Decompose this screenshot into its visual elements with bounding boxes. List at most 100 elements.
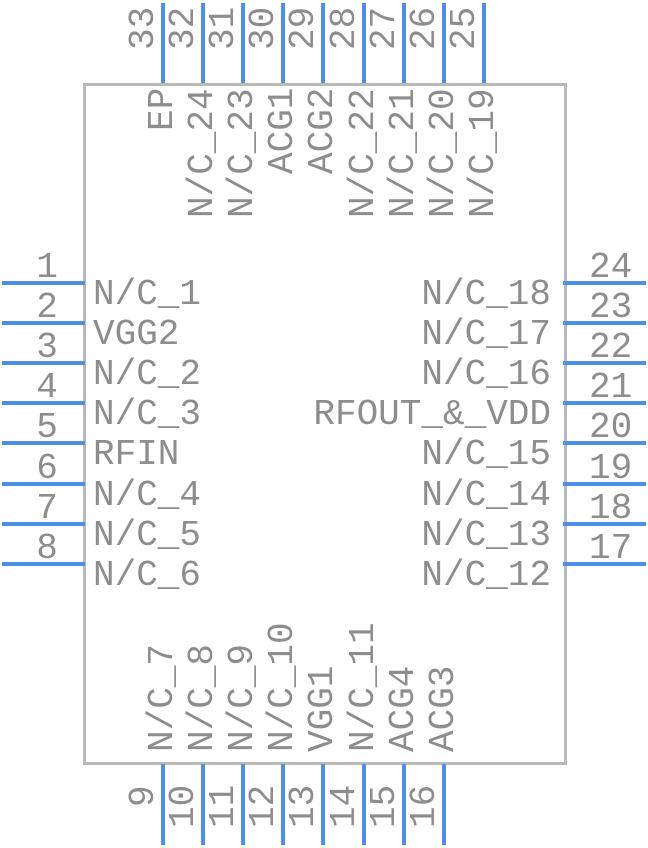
pin-number: 3	[36, 327, 58, 368]
pin-line	[563, 522, 646, 526]
pin-number: 32	[163, 7, 204, 51]
pin-number: 6	[36, 448, 58, 489]
pin-line	[362, 3, 366, 83]
pin-name: N/C_1	[93, 274, 202, 315]
pin-line	[201, 764, 205, 845]
pin-name: N/C_16	[421, 354, 551, 395]
pin-line	[402, 764, 406, 845]
pin-line	[2, 401, 85, 405]
pin-name: ACG1	[262, 88, 303, 175]
pin-name: N/C_11	[343, 622, 384, 752]
pin-line	[563, 361, 646, 365]
pin-number: 15	[364, 785, 405, 829]
pin-name: N/C_3	[93, 394, 202, 435]
pin-line	[563, 321, 646, 325]
pin-line	[281, 3, 285, 83]
pin-line	[563, 482, 646, 486]
pin-name: N/C_4	[93, 475, 202, 516]
pin-number: 2	[36, 287, 58, 328]
pin-name: N/C_13	[421, 515, 551, 556]
pin-number: 17	[589, 528, 633, 569]
pin-name: N/C_15	[421, 434, 551, 475]
pin-line	[2, 361, 85, 365]
pin-number: 31	[203, 7, 244, 51]
pin-line	[161, 3, 165, 83]
pin-name: N/C_19	[463, 88, 504, 218]
pin-number: 18	[589, 488, 633, 529]
pin-name: ACG4	[383, 665, 424, 752]
pin-number: 33	[123, 7, 164, 51]
pin-name: N/C_18	[421, 274, 551, 315]
symbol-body	[83, 83, 567, 765]
pin-line	[442, 764, 446, 845]
pin-line	[321, 3, 325, 83]
pin-line	[442, 3, 446, 83]
pin-number: 19	[589, 448, 633, 489]
pin-name: N/C_23	[222, 88, 263, 218]
pin-name: VGG2	[93, 314, 180, 355]
pin-name: N/C_17	[421, 314, 551, 355]
pin-name: N/C_6	[93, 555, 202, 596]
pin-line	[563, 562, 646, 566]
pin-number: 23	[589, 287, 633, 328]
pin-number: 1	[36, 247, 58, 288]
pin-name: N/C_2	[93, 354, 202, 395]
pin-line	[2, 522, 85, 526]
pin-name: EP	[142, 88, 183, 132]
pin-number: 9	[123, 785, 164, 807]
pin-line	[2, 281, 85, 285]
pin-line	[161, 764, 165, 845]
pin-number: 28	[324, 7, 365, 51]
pin-line	[482, 3, 486, 83]
pin-number: 27	[364, 7, 405, 51]
pin-line	[281, 764, 285, 845]
pin-number: 5	[36, 407, 58, 448]
pin-number: 7	[36, 488, 58, 529]
pin-number: 14	[324, 785, 365, 829]
pin-number: 30	[243, 7, 284, 51]
pin-line	[321, 764, 325, 845]
pin-line	[563, 401, 646, 405]
pin-number: 16	[404, 785, 445, 829]
pin-number: 25	[444, 7, 485, 51]
pin-line	[2, 482, 85, 486]
pin-number: 26	[404, 7, 445, 51]
pin-name: N/C_22	[343, 88, 384, 218]
pin-name: N/C_20	[423, 88, 464, 218]
pin-number: 29	[283, 7, 324, 51]
pin-name: N/C_5	[93, 515, 202, 556]
pin-line	[563, 281, 646, 285]
pin-name: N/C_14	[421, 475, 551, 516]
pin-line	[241, 3, 245, 83]
pin-line	[362, 764, 366, 845]
pin-number: 10	[163, 785, 204, 829]
pin-name: RFIN	[93, 434, 180, 475]
pin-name: RFOUT_&_VDD	[313, 394, 551, 435]
pin-number: 21	[589, 367, 633, 408]
pin-line	[241, 764, 245, 845]
pin-line	[201, 3, 205, 83]
pin-number: 8	[36, 528, 58, 569]
pin-name: N/C_9	[222, 643, 263, 752]
pin-name: N/C_7	[142, 643, 183, 752]
pin-name: N/C_24	[182, 88, 223, 218]
pin-number: 11	[203, 785, 244, 829]
pin-number: 13	[283, 785, 324, 829]
pin-name: N/C_21	[383, 88, 424, 218]
pin-line	[2, 562, 85, 566]
pin-number: 20	[589, 407, 633, 448]
pin-line	[563, 441, 646, 445]
pin-name: ACG3	[423, 665, 464, 752]
pin-name: ACG2	[302, 88, 343, 175]
pin-line	[402, 3, 406, 83]
pin-line	[2, 321, 85, 325]
pin-name: N/C_10	[262, 622, 303, 752]
pin-line	[2, 441, 85, 445]
pin-name: N/C_12	[421, 555, 551, 596]
pin-name: N/C_8	[182, 643, 223, 752]
pin-number: 12	[243, 785, 284, 829]
pin-number: 4	[36, 367, 58, 408]
pin-name: VGG1	[302, 665, 343, 752]
pin-number: 22	[589, 327, 633, 368]
